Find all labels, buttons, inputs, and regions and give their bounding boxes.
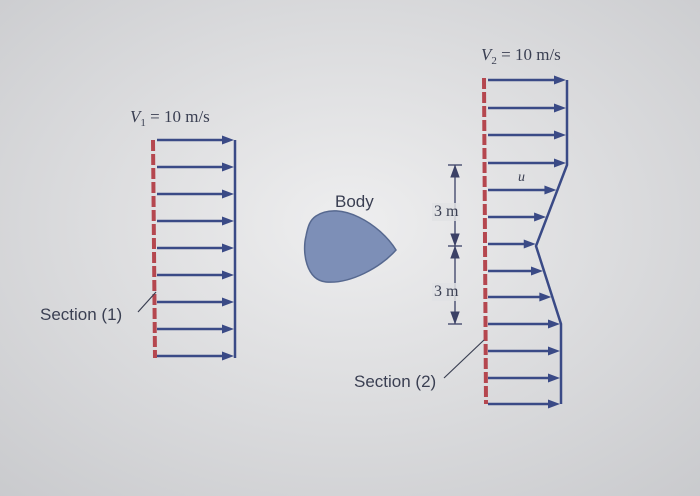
section1-velocity-arrow [157,270,234,280]
dimension-arrowhead-top [450,164,460,178]
section2-velocity-arrow [488,239,536,249]
arrow-head [548,373,560,383]
body-shape [303,210,397,283]
arrow-head [544,185,557,195]
velocity-symbol: V [481,45,492,64]
section2-velocity-arrows [488,75,566,409]
velocity-symbol: V [130,107,141,126]
arrow-head [222,243,234,253]
arrow-head [534,212,547,222]
section2-velocity-arrow [488,158,566,168]
section1-velocity-arrow [157,297,234,307]
section2-velocity-arrow [488,319,560,329]
section1-velocity-label: V1 = 10 m/s [130,107,210,129]
section1-velocity-arrows [157,135,234,361]
section2-label: Section (2) [354,372,437,391]
body-label: Body [335,192,374,211]
arrow-head [554,158,566,168]
arrow-head [531,266,544,276]
section2-leader-line [443,339,485,379]
velocity-subscript: 1 [140,117,146,129]
dimension-lower-label: 3 m [432,283,461,301]
section1-velocity-arrow [157,351,234,361]
arrow-head [554,130,566,140]
arrow-head [548,319,560,329]
section2-velocity-arrow [488,130,566,140]
section2-velocity-label: V2 = 10 m/s [481,45,561,67]
section2-velocity-profile-line [534,80,569,404]
dimension-arrowhead-mid-down [450,245,460,259]
section2-wall [482,77,488,405]
section2-velocity-arrow [488,103,566,113]
dimension-arrowhead-bottom [450,311,460,325]
arrow-head [554,103,566,113]
section2-velocity-arrow [488,292,552,302]
section2-velocity-arrow [488,399,560,409]
velocity-value: = 10 m/s [150,107,210,126]
section2-profile [443,75,569,409]
arrow-head [222,162,234,172]
section2-velocity-arrow [488,212,547,222]
section2-velocity-arrow [488,373,560,383]
arrow-head [523,239,536,249]
arrow-head [222,270,234,280]
section2-velocity-arrow [488,185,557,195]
section1-velocity-arrow [157,162,234,172]
arrow-head [554,75,566,85]
arrow-head [222,135,234,145]
section2-velocity-arrow [488,75,566,85]
dimension-upper-label: 3 m [432,203,461,221]
section2-velocity-arrow [488,266,544,276]
profile-u-label: u [518,170,525,185]
dimension-arrowhead-mid-up [450,233,460,247]
arrow-head [548,399,560,409]
arrow-head [539,292,552,302]
section1-leader-line [137,291,157,313]
arrow-head [222,189,234,199]
section1-label: Section (1) [40,305,123,324]
section1-velocity-arrow [157,135,234,145]
arrow-head [548,346,560,356]
section1-velocity-arrow [157,189,234,199]
section1-velocity-arrow [157,324,234,334]
arrow-head [222,324,234,334]
section2-velocity-arrow [488,346,560,356]
section1-wall [151,139,157,359]
arrow-head [222,297,234,307]
arrow-head [222,351,234,361]
velocity-subscript: 2 [491,55,497,67]
section1-velocity-arrow [157,216,234,226]
velocity-value: = 10 m/s [501,45,561,64]
arrow-head [222,216,234,226]
section1-profile [137,135,237,361]
section1-velocity-arrow [157,243,234,253]
